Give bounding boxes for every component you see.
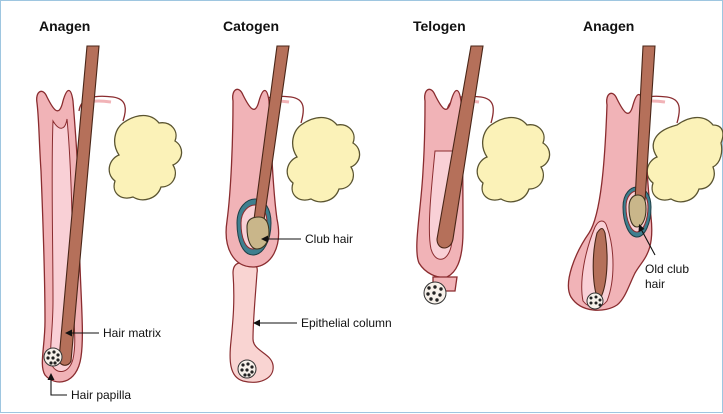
sebaceous-gland xyxy=(647,118,723,202)
club-hair-label: Club hair xyxy=(305,232,353,246)
sebaceous-gland xyxy=(287,118,359,202)
old-club-hair-label-line2: hair xyxy=(645,277,665,291)
old-club-hair-shape xyxy=(629,195,646,227)
old-club-hair-label-line1: Old club xyxy=(645,262,689,276)
stage-title-catogen: Catogen xyxy=(223,18,279,34)
sebaceous-gland xyxy=(477,118,549,202)
epithelial-column-label: Epithelial column xyxy=(301,316,392,330)
catogen-follicle xyxy=(226,46,359,382)
new-hair-shaft xyxy=(593,229,607,298)
telogen-follicle xyxy=(417,46,550,304)
stage-title-anagen: Anagen xyxy=(39,18,90,34)
stage-title-telogen: Telogen xyxy=(413,18,466,34)
hair-papilla-label: Hair papilla xyxy=(71,388,131,402)
hair-matrix-label: Hair matrix xyxy=(103,326,161,340)
club-hair-shape xyxy=(247,217,269,249)
stage-title-anagen-new: Anagen xyxy=(583,18,634,34)
sebaceous-gland xyxy=(109,116,181,200)
